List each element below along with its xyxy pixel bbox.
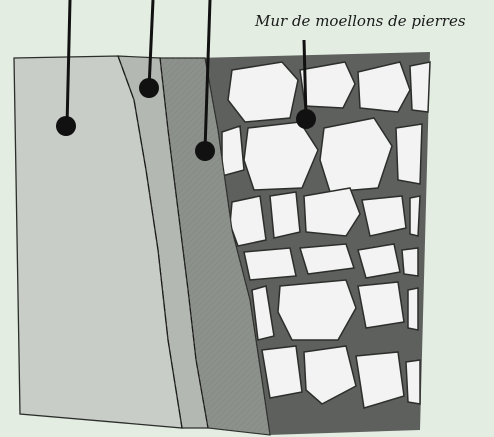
stone	[358, 62, 410, 112]
stone	[396, 124, 422, 184]
leader-dot-icon	[139, 78, 159, 98]
stone	[358, 282, 404, 328]
stone	[408, 288, 418, 330]
leader-dot-icon	[56, 116, 76, 136]
stone	[300, 244, 354, 274]
stone	[244, 248, 296, 280]
stone	[358, 244, 400, 278]
stone	[300, 62, 355, 108]
stone	[230, 196, 266, 246]
stone	[228, 62, 298, 122]
leader-dot-icon	[296, 109, 316, 129]
leader-dot-icon	[195, 141, 215, 161]
stone	[406, 360, 420, 404]
stone	[410, 196, 420, 236]
stone	[402, 248, 418, 276]
stone	[362, 196, 406, 236]
stone	[262, 346, 302, 398]
stone	[270, 192, 300, 238]
stone	[410, 62, 430, 112]
stone	[222, 126, 244, 176]
leader-line-4	[304, 40, 306, 118]
